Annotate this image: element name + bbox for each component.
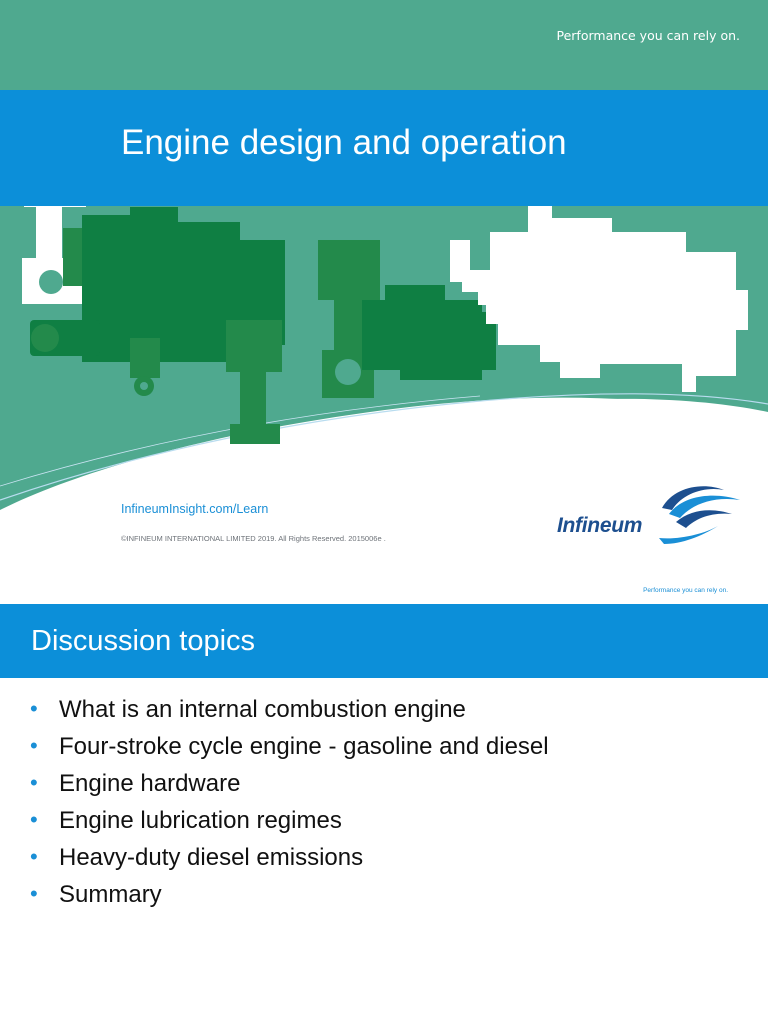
title-slide: Performance you can rely on. Engine desi… — [0, 0, 768, 594]
engine-illustration — [0, 206, 768, 510]
topic-text: Engine lubrication regimes — [59, 807, 342, 834]
tagline-top: Performance you can rely on. — [556, 28, 741, 43]
footer-tagline: Performance you can rely on. — [643, 587, 728, 594]
logo-wordmark: Infineum — [557, 514, 643, 537]
list-item: • Four-stroke cycle engine - gasoline and… — [30, 733, 549, 770]
topics-header-band: Discussion topics — [0, 604, 768, 678]
slide-title: Engine design and operation — [121, 123, 567, 162]
bullet-icon: • — [30, 881, 38, 906]
topic-text: Summary — [59, 881, 162, 908]
copyright-notice: ©INFINEUM INTERNATIONAL LIMITED 2019. Al… — [121, 534, 386, 543]
infineum-logo-icon — [659, 486, 740, 544]
bullet-icon: • — [30, 696, 38, 721]
list-item: • What is an internal combustion engine — [30, 696, 549, 733]
topics-list: • What is an internal combustion engine •… — [30, 696, 549, 918]
list-item: • Engine lubrication regimes — [30, 807, 549, 844]
bullet-icon: • — [30, 770, 38, 795]
list-item: • Heavy-duty diesel emissions — [30, 844, 549, 881]
top-band — [0, 0, 768, 90]
topic-text: Four-stroke cycle engine - gasoline and … — [59, 733, 549, 760]
topic-text: Engine hardware — [59, 770, 241, 797]
bullet-icon: • — [30, 807, 38, 832]
topics-heading: Discussion topics — [31, 625, 256, 657]
topics-slide: Discussion topics • What is an internal c… — [0, 604, 768, 1024]
title-band — [0, 90, 768, 206]
website-link[interactable]: InfineumInsight.com/Learn — [121, 502, 269, 516]
topic-text: What is an internal combustion engine — [59, 696, 466, 723]
topic-text: Heavy-duty diesel emissions — [59, 844, 364, 871]
bullet-icon: • — [30, 733, 38, 758]
bullet-icon: • — [30, 844, 38, 869]
list-item: • Engine hardware — [30, 770, 549, 807]
list-item: • Summary — [30, 881, 549, 918]
